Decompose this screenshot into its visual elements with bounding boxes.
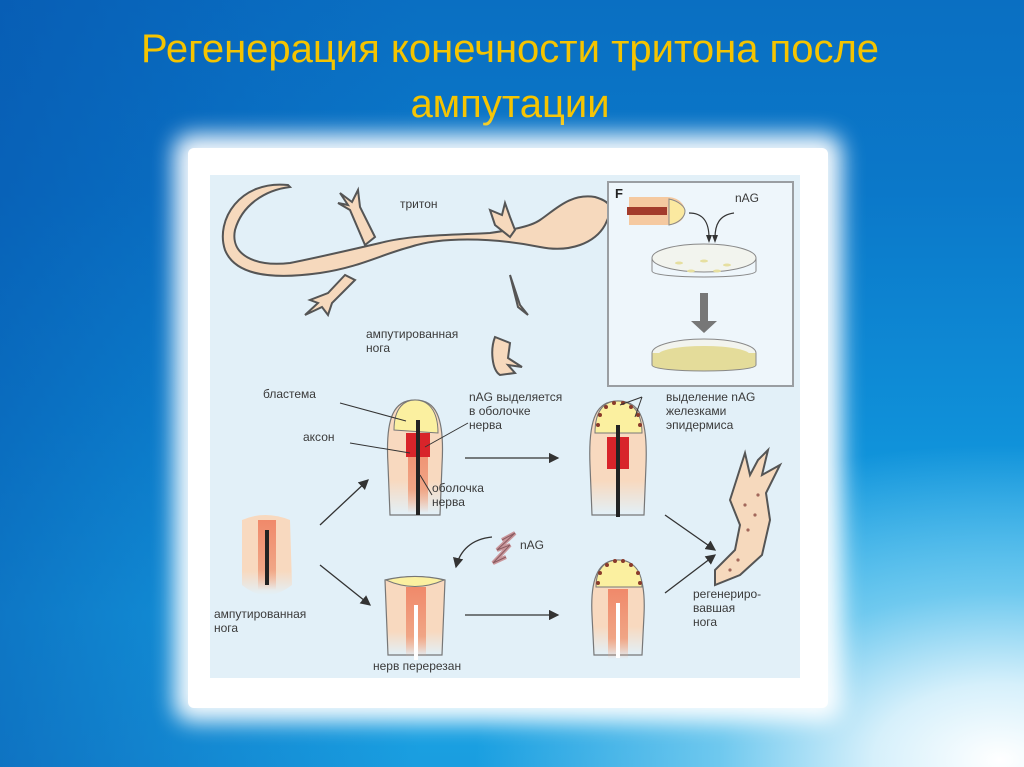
glands-limb-icon xyxy=(589,400,647,517)
amputated-leg-label-2: нога xyxy=(214,621,239,635)
regenerated-leg-label-3: нога xyxy=(693,615,718,629)
cut-nerve-limb-icon xyxy=(384,575,446,660)
nag-molecule-icon xyxy=(491,531,517,565)
epidermis-label-1: выделение nAG xyxy=(666,390,756,404)
slide-title: Регенерация конечности тритона после амп… xyxy=(140,27,880,126)
amputated-leg-top-label-2: нога xyxy=(366,341,391,355)
blastema-label: бластема xyxy=(263,387,316,401)
diagram-graphics xyxy=(221,183,783,660)
axon-label: аксон xyxy=(303,430,335,444)
nag-nerve-label-2: в оболочке xyxy=(469,404,531,418)
nerve-sheath-label-1: оболочка xyxy=(432,481,484,495)
inset-nag-label: nAG xyxy=(735,191,760,205)
panel-letter: F xyxy=(615,186,623,201)
regenerated-leg-label-2: вавшая xyxy=(693,601,736,615)
nag-nerve-label-3: нерва xyxy=(469,418,502,432)
inset-experiment-box: F nAG xyxy=(607,181,794,387)
newt-illustration xyxy=(221,183,612,318)
newt-label: тритон xyxy=(400,197,438,211)
amputated-leg-label-1: ампутированная xyxy=(214,607,307,621)
nerve-sheath-label-2: нерва xyxy=(432,495,465,509)
figure-panel: F nAG тритон ампутированная нога бластем… xyxy=(210,175,800,678)
amputated-stump-icon xyxy=(242,515,292,595)
regenerating-limb-icon xyxy=(591,559,645,659)
nerve-cut-label: нерв перерезан xyxy=(373,659,462,673)
nag-molecule-label: nAG xyxy=(520,538,545,552)
regenerated-leg-label-1: регенериро- xyxy=(693,587,762,601)
nag-nerve-label-1: nAG выделяется xyxy=(469,390,563,404)
amputated-leg-piece-icon xyxy=(491,335,523,377)
petri-dish-diagram xyxy=(627,197,757,372)
amputated-leg-top-label-1: ампутированная xyxy=(366,327,459,341)
epidermis-label-3: эпидермиса xyxy=(666,418,734,432)
regenerated-leg-icon xyxy=(714,446,783,587)
epidermis-label-2: железками xyxy=(666,404,727,418)
